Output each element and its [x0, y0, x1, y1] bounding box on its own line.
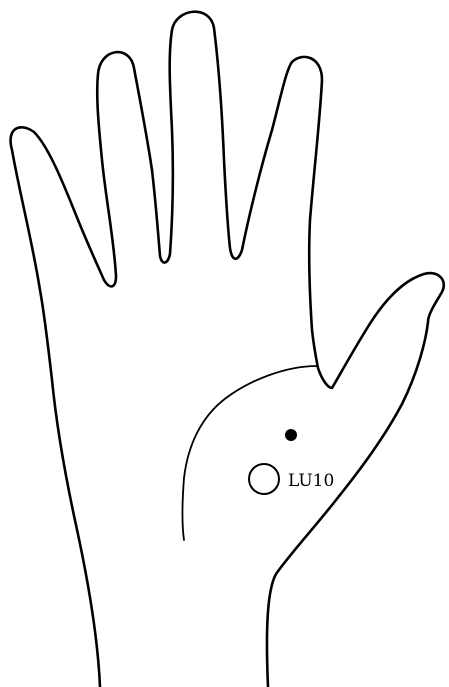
thenar-crease: [183, 366, 318, 540]
hand-outline: [11, 12, 444, 687]
lu10-marker: [249, 464, 279, 494]
lu10-label: LU10: [288, 471, 334, 491]
filled-point-marker: [285, 429, 297, 441]
